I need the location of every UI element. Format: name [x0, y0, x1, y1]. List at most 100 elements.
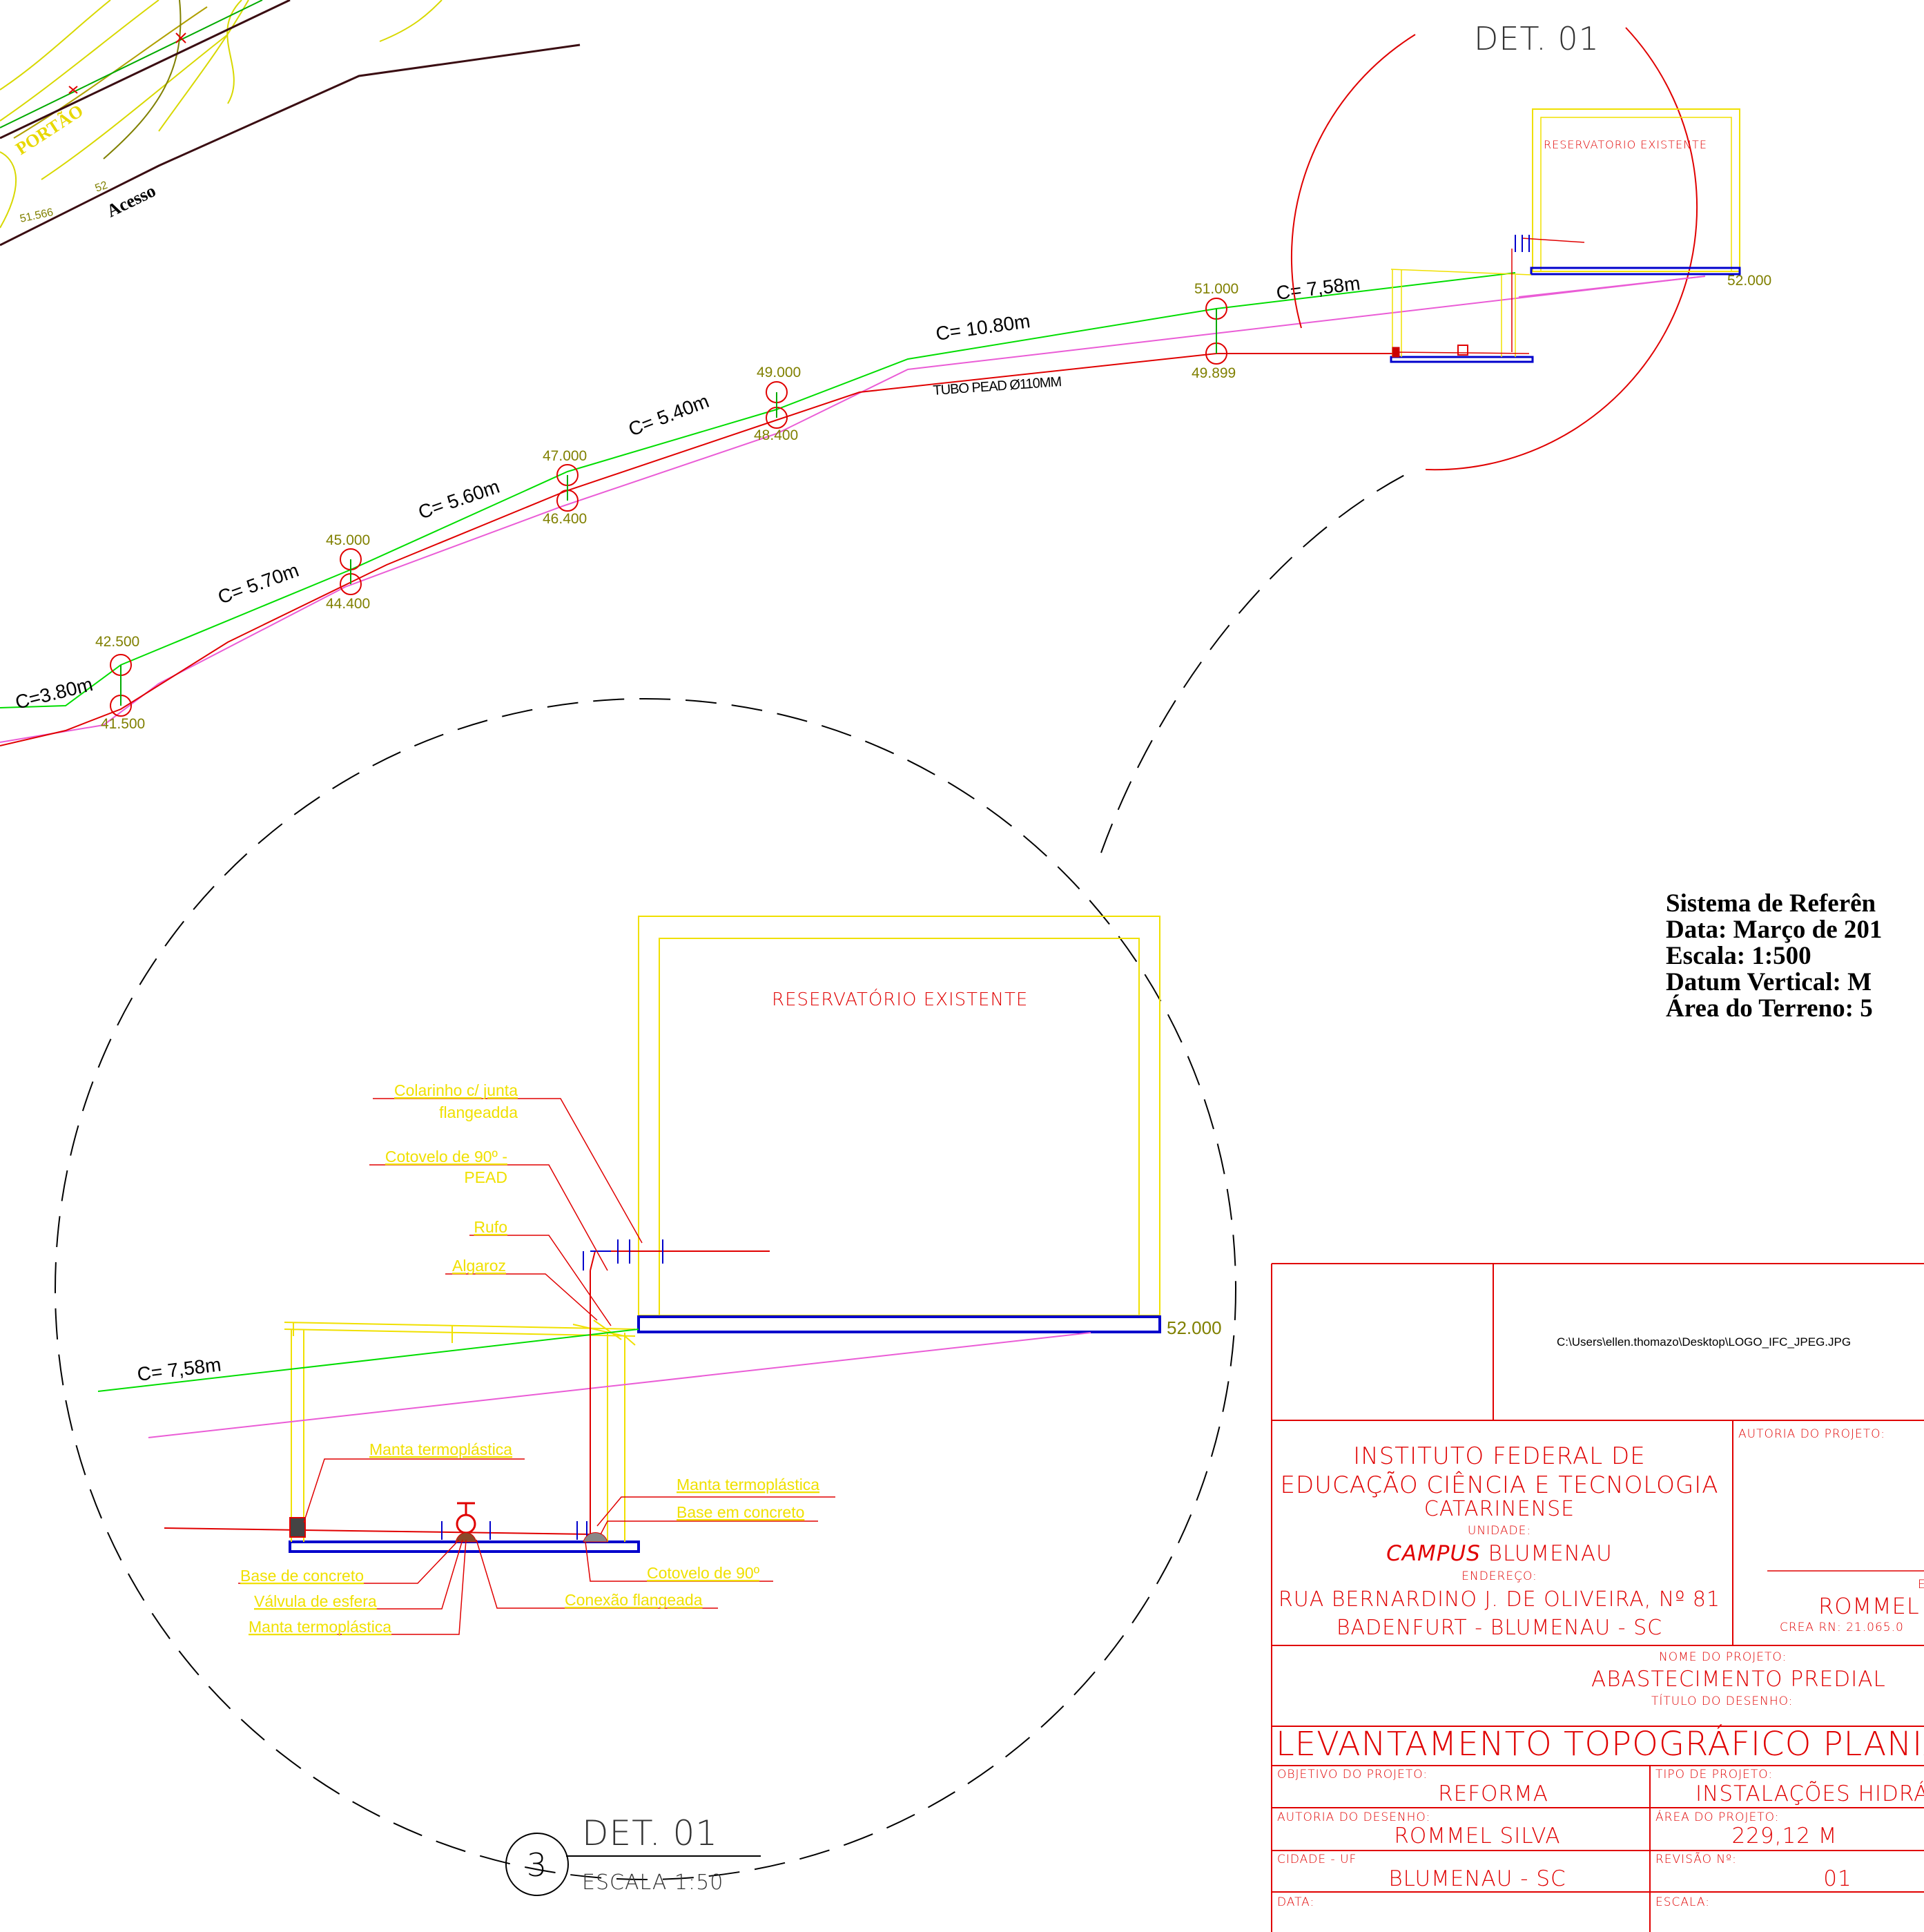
- reservoir-slab: [1530, 267, 1741, 276]
- property-mark: [175, 32, 186, 44]
- detail-marker-circle: [505, 1833, 569, 1896]
- pink-line: [1518, 276, 1706, 298]
- callout-base-de-concreto: Base de concreto: [240, 1567, 364, 1585]
- concrete-base: [455, 1532, 477, 1543]
- property-mark: [68, 86, 78, 94]
- contour-line: [158, 0, 249, 132]
- drawing-title: LEVANTAMENTO TOPOGRÁFICO PLANIALTIM: [1276, 1724, 1924, 1764]
- survey-notes: Sistema de Referên Data: Março de 201 Es…: [1666, 889, 1882, 1023]
- concrete-base: [583, 1532, 608, 1543]
- callout-leader: [476, 1539, 718, 1609]
- node-elevation-bottom: 49.899: [1192, 365, 1236, 381]
- note-line: Sistema de Referên: [1666, 889, 1876, 918]
- detail-large-scale: ESCALA 1:50: [582, 1871, 723, 1895]
- green-boundary: [0, 0, 263, 128]
- detail-large-title: DET. 01: [582, 1813, 718, 1853]
- callout-leader: [373, 1098, 643, 1244]
- institute-name: INSTITUTO FEDERAL DE: [1353, 1442, 1645, 1470]
- callout-algaroz: Algaroz: [452, 1257, 506, 1275]
- node-elevation-bottom: 44.400: [326, 596, 370, 612]
- autoria-projeto-label: AUTORIA DO PROJETO:: [1738, 1427, 1885, 1441]
- ground-line: [97, 1329, 639, 1392]
- base-slab: [1390, 356, 1534, 363]
- area-label: ÁREA DO PROJETO:: [1655, 1809, 1779, 1824]
- reservoir-slab: [637, 1315, 1161, 1333]
- unidade-label: UNIDADE:: [1468, 1524, 1531, 1538]
- detail-large-segment: C= 7,58m: [136, 1353, 222, 1385]
- engineer-name: ROMMEL S: [1818, 1593, 1924, 1619]
- ball-valve: [456, 1514, 476, 1534]
- callout-leader: [369, 1164, 608, 1271]
- autoria-desenho-value: ROMMEL SILVA: [1394, 1824, 1560, 1848]
- contour-line: [41, 34, 229, 180]
- objetivo-label: OBJETIVO DO PROJETO:: [1277, 1768, 1428, 1781]
- callout-base-em-concreto: Base em concreto: [677, 1503, 804, 1521]
- callout-leader: [303, 1458, 525, 1523]
- institute-name: EDUCAÇÃO CIÊNCIA E TECNOLOGIA: [1280, 1471, 1718, 1499]
- area-value: 229,12 M: [1731, 1824, 1837, 1848]
- engineer-crea: CREA RN: 21.065.0: [1780, 1621, 1904, 1634]
- segment-length: C= 5.70m: [215, 559, 301, 608]
- detail-large: [55, 469, 1416, 1896]
- seal-block: [289, 1517, 306, 1538]
- node-elevation-top: 42.500: [95, 634, 139, 650]
- callout-valvula: Válvula de esfera: [254, 1592, 377, 1610]
- callout-leader: [255, 1539, 463, 1610]
- callout-leader: [469, 1235, 612, 1326]
- reservoir-outline: [638, 916, 1160, 1316]
- acesso-label: Acesso: [104, 180, 159, 221]
- campus-city: BLUMENAU: [1481, 1541, 1613, 1566]
- endereco-label: ENDEREÇO:: [1461, 1569, 1537, 1583]
- callout-conexao: Conexão flangeada: [565, 1591, 703, 1609]
- contour-line: [379, 0, 443, 42]
- node-elevation-top: 47.000: [543, 448, 587, 464]
- callout-leader: [249, 1539, 467, 1635]
- detail-circle-arc: [1425, 27, 1698, 471]
- flange: [1515, 235, 1530, 252]
- campus-word: CAMPUS: [1386, 1541, 1481, 1566]
- tipo-value: INSTALAÇÕES HIDRÁU: [1695, 1781, 1924, 1806]
- callout-manta-bottom: Manta termoplástica: [249, 1618, 391, 1636]
- tipo-label: TIPO DE PROJETO:: [1655, 1768, 1773, 1781]
- revisao-label: REVISÃO Nº:: [1655, 1852, 1737, 1866]
- pink-line: [0, 276, 1706, 743]
- flange: [583, 1239, 663, 1271]
- seal-block: [1392, 347, 1400, 358]
- cidade-label: CIDADE - UF: [1277, 1853, 1357, 1866]
- callout-manta-left: Manta termoplástica: [369, 1440, 512, 1458]
- callout-leader: [445, 1273, 598, 1321]
- detail-pipe: [1394, 238, 1585, 354]
- escala-label: ESCALA:: [1655, 1895, 1710, 1909]
- detail-large-circle: [55, 698, 1236, 1880]
- valve-stem: [457, 1502, 475, 1515]
- contour-line: [0, 0, 159, 122]
- contour-line: [0, 0, 111, 90]
- detail-small: [1290, 27, 1741, 471]
- callout-rufo: Rufo: [474, 1218, 507, 1236]
- node-elevation-top: 45.000: [326, 532, 370, 548]
- segment-length: C=3.80m: [13, 673, 95, 713]
- contour-line: [103, 0, 182, 160]
- contour-line: [226, 0, 242, 104]
- contour-line: [0, 151, 17, 229]
- note-line: Área do Terreno: 5: [1666, 994, 1873, 1023]
- reservoir-label-large: RESERVATÓRIO EXISTENTE: [772, 988, 1028, 1010]
- engineer-title-partial: E: [1918, 1578, 1924, 1592]
- roof-outline: [284, 1322, 636, 1542]
- data-label: DATA:: [1277, 1895, 1314, 1909]
- node-elevation-bottom: 46.400: [543, 511, 587, 527]
- nome-projeto-label: NOME DO PROJETO:: [1659, 1650, 1787, 1664]
- titulo-label: TÍTULO DO DESENHO:: [1651, 1693, 1793, 1708]
- node-elevation-top: 49.000: [757, 365, 801, 380]
- flange: [441, 1521, 587, 1540]
- reservoir-outline: [1540, 117, 1732, 272]
- detail-small-title: DET. 01: [1474, 20, 1600, 57]
- callout-leader: [596, 1496, 835, 1527]
- logo-path: C:\Users\ellen.thomazo\Desktop\LOGO_IFC_…: [1557, 1335, 1851, 1349]
- callout-leader: [238, 1539, 460, 1584]
- node-elevation-bottom: 41.500: [101, 716, 145, 732]
- callout-cotovelo-pead: PEAD: [464, 1168, 507, 1186]
- title-block-frame: [1271, 1263, 1924, 1932]
- pipe-profile: [0, 272, 1706, 746]
